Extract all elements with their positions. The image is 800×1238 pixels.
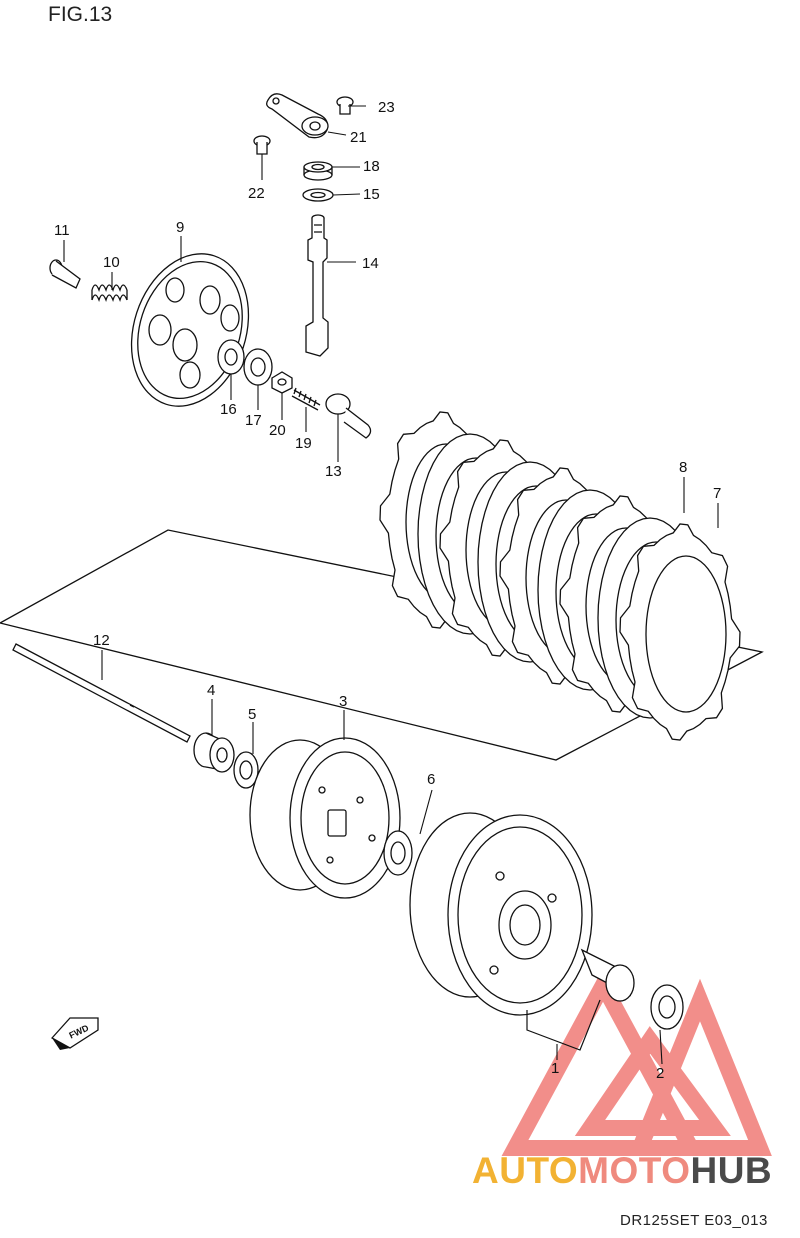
fwd-arrow-icon: FWD: [50, 1017, 99, 1050]
callout-22: 22: [248, 185, 265, 202]
callout-bracket: [526, 999, 601, 1051]
callout-11: 11: [54, 222, 70, 239]
callout-1: 1: [551, 1060, 559, 1077]
diagram-code: DR125SET E03_013: [620, 1212, 768, 1229]
washer: [383, 830, 413, 876]
lock-washer: [233, 751, 259, 789]
plate-inner-ring: [645, 555, 727, 713]
callout-9: 9: [176, 219, 184, 236]
callout-labels: 23 21 18 15 22 14 11 10 9 16 17 20 19 13…: [54, 99, 721, 1082]
callout-18: 18: [363, 158, 380, 175]
callout-19: 19: [295, 435, 312, 452]
callout-8: 8: [679, 459, 687, 476]
spacer: [193, 732, 235, 773]
logo-mark: [501, 968, 772, 1156]
washer: [217, 339, 245, 375]
logo-text-moto: MOTO: [578, 1150, 691, 1191]
logo-text-auto: AUTO: [472, 1150, 579, 1191]
oil-seal: [303, 161, 333, 181]
adjusting-screw: [291, 387, 321, 411]
leader-lines: [63, 105, 719, 1065]
clutch-housing-bushing: [580, 948, 635, 1002]
callout-13: 13: [325, 463, 342, 480]
nut: [271, 371, 293, 394]
figure-label: FIG.13: [48, 3, 113, 26]
callout-23: 23: [378, 99, 395, 116]
drive-plate: [619, 523, 741, 741]
callout-21: 21: [350, 129, 367, 146]
callout-10: 10: [103, 254, 120, 271]
clutch-housing-washer: [650, 984, 684, 1030]
release-arm: [266, 93, 329, 139]
callout-20: 20: [269, 422, 286, 439]
callout-3: 3: [339, 693, 347, 710]
push-rod: [12, 643, 191, 743]
screw: [336, 96, 354, 115]
clutch-sleeve-hub: [249, 737, 401, 899]
callout-17: 17: [245, 412, 262, 429]
callout-12: 12: [93, 632, 110, 649]
callout-6: 6: [427, 771, 435, 788]
release-camshaft: [305, 214, 329, 357]
callout-7: 7: [713, 485, 721, 502]
pressure-plate: [130, 253, 250, 407]
callout-16: 16: [220, 401, 237, 418]
bearing: [243, 348, 273, 386]
callout-5: 5: [248, 706, 256, 723]
clutch-plate-stack: [379, 411, 741, 741]
clutch-spring: [91, 284, 128, 302]
automotohub-logo: AUTOMOTOHUB: [472, 1150, 772, 1192]
bolt: [49, 259, 81, 289]
clutch-housing: [409, 812, 593, 1016]
washer: [302, 188, 334, 202]
push-piece: [325, 393, 372, 439]
plate-group-outline: [0, 529, 764, 761]
logo-text-hub: HUB: [690, 1150, 773, 1191]
callout-2: 2: [656, 1065, 664, 1082]
bolt: [253, 135, 271, 155]
callout-4: 4: [207, 682, 215, 699]
callout-14: 14: [362, 255, 379, 272]
callout-15: 15: [363, 186, 380, 203]
